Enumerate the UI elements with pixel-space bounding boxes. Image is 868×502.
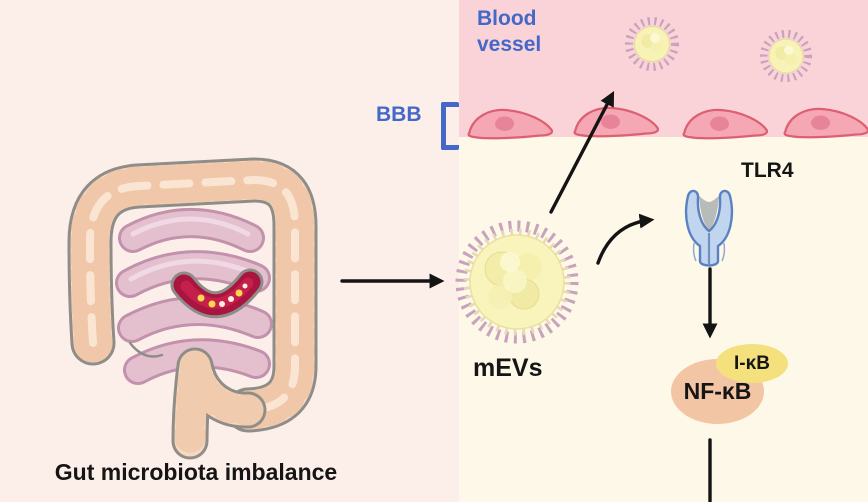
endothelial-cell-icon xyxy=(467,108,554,140)
bbb-bracket-icon xyxy=(441,102,459,150)
mev-vesicle-icon xyxy=(455,220,579,344)
arrow-mev-to-tlr4-icon xyxy=(596,213,655,265)
vesicle-icon xyxy=(759,29,813,83)
ikb-label: I-κB xyxy=(734,352,770,374)
nfkb-label: NF-κB xyxy=(683,378,752,404)
tlr4-receptor-icon xyxy=(684,189,734,267)
intestine-illustration xyxy=(67,157,318,460)
ikb-ellipse: I-κB xyxy=(716,344,788,383)
endothelial-cell-icon xyxy=(682,108,769,140)
tlr4-label: TLR4 xyxy=(741,159,794,182)
mev-label: mEVs xyxy=(473,354,543,382)
blood-vessel-label: Blood vessel xyxy=(477,7,542,56)
vesicle-icon xyxy=(625,17,679,71)
arrow-mev-to-blood-icon xyxy=(549,91,615,214)
bbb-label: BBB xyxy=(376,103,422,126)
gut-caption: Gut microbiota imbalance xyxy=(54,459,338,485)
endothelial-cell-icon xyxy=(783,107,868,139)
